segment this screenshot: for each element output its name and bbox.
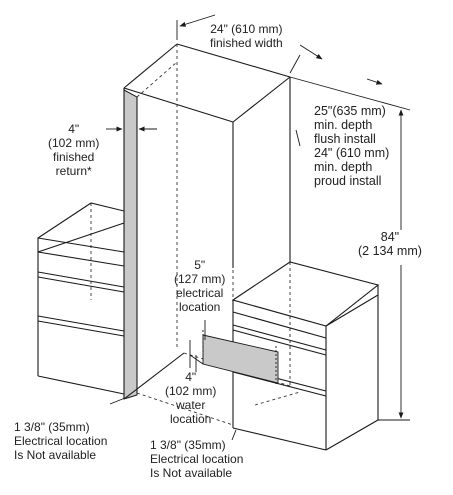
leader-lines [109,320,237,441]
enclosure-outline [123,43,291,400]
height-dimension [378,109,410,421]
right-cabinet-hidden [254,262,301,406]
finished-return-label: 4" (102 mm) finished return* [48,122,100,178]
finished-width-label: 24" (610 mm) finished width [210,22,283,50]
height-label: 84" (2 134 mm) [358,230,422,258]
depth-label: 25"(635 mm) min. depth flush install 24"… [314,104,390,188]
finished-return-panel [123,89,138,400]
water-location-label: 4" (102 mm) water location [165,370,217,426]
electrical-location-label: 5" (127 mm) electrical location [174,258,226,314]
left-electrical-note: 1 3/8" (35mm) Electrical location Is Not… [14,420,108,462]
width-dimension [176,14,323,74]
water-zone-edge [189,354,204,365]
left-base-cabinet [37,202,125,395]
right-base-cabinet [231,261,380,451]
depth-dimension [289,76,411,147]
bottom-electrical-note: 1 3/8" (35mm) Electrical location Is Not… [150,438,244,480]
